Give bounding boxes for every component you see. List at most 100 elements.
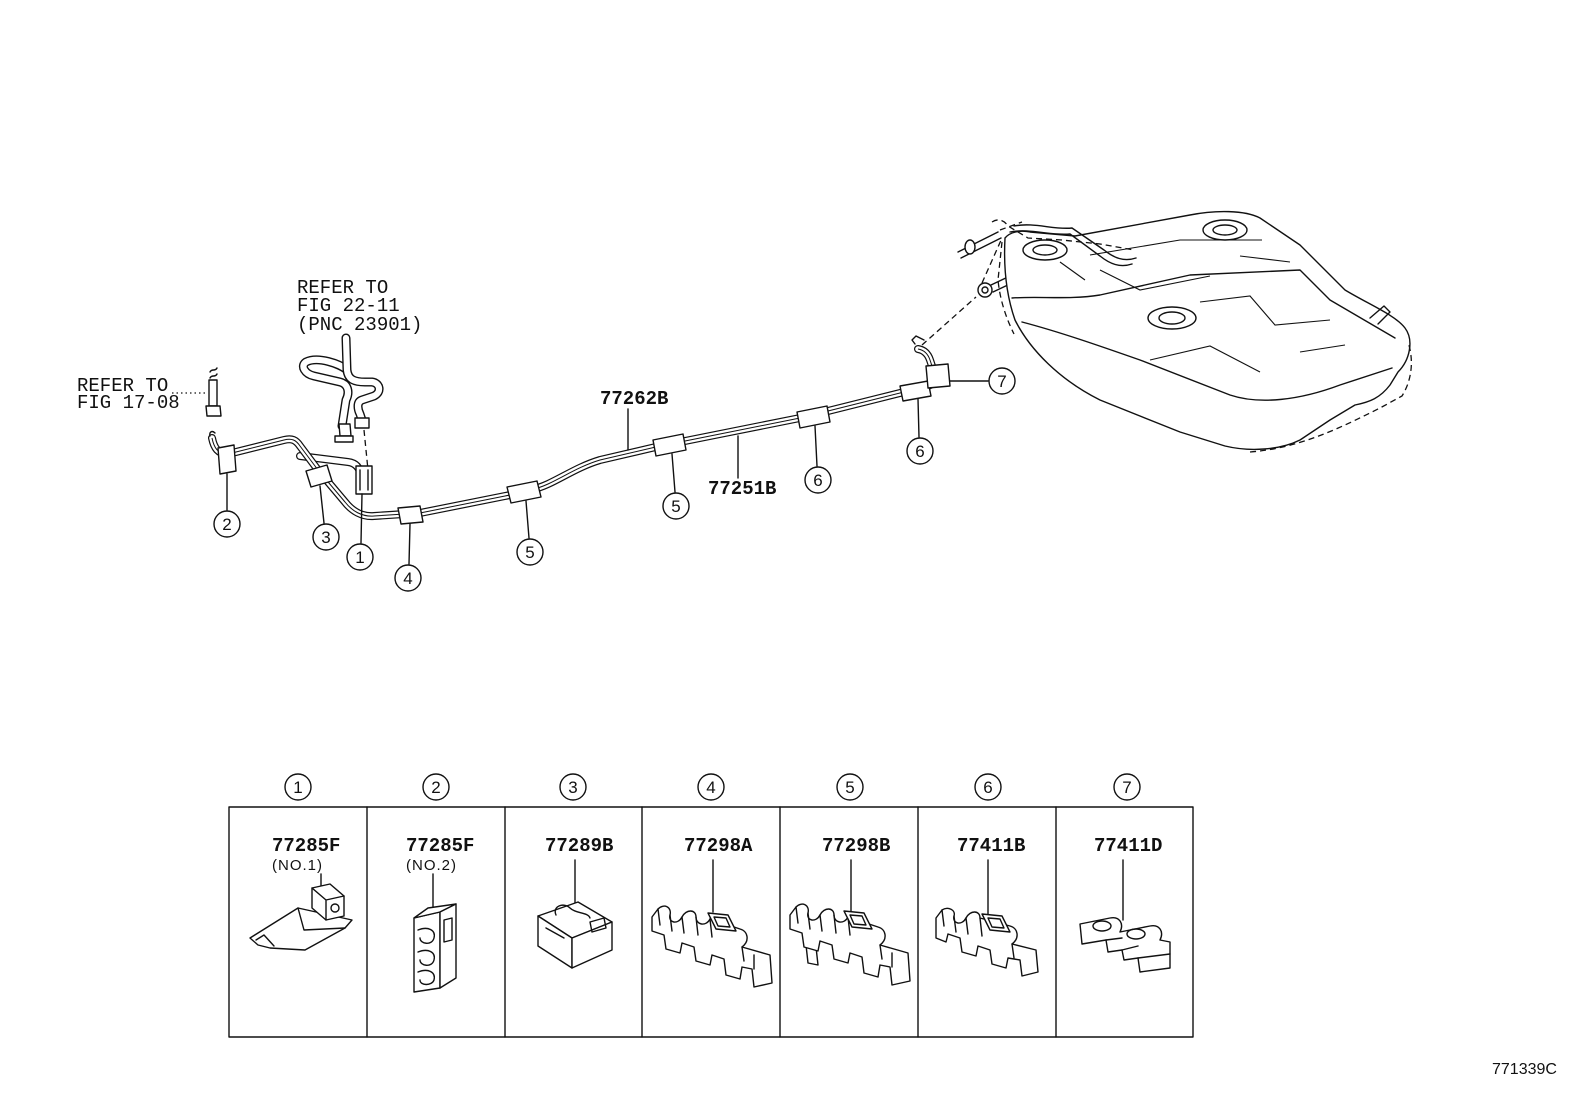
tube-clamps bbox=[217, 363, 951, 525]
callout-circle bbox=[662, 492, 690, 520]
refer-note-line: FIG 22-11 bbox=[297, 295, 400, 317]
callout-6: 6 bbox=[804, 466, 832, 494]
fuel-tank-vent-line bbox=[1013, 224, 1137, 261]
hose-connector bbox=[354, 417, 370, 429]
callout-circle bbox=[804, 466, 832, 494]
clamp-body bbox=[935, 907, 1039, 977]
clamp-3 bbox=[305, 464, 333, 488]
clamp-slot-edges bbox=[795, 906, 893, 968]
connection-dashed-line bbox=[981, 237, 1003, 284]
lower-tube-part-number: 77251B bbox=[708, 478, 776, 500]
clamp-4 bbox=[397, 505, 424, 525]
callout-circle bbox=[394, 564, 422, 592]
clamp-hole bbox=[589, 917, 607, 933]
legend-part-number: 77285F bbox=[272, 835, 340, 857]
callout-circle bbox=[312, 523, 340, 551]
clamp-slot-edges bbox=[941, 909, 1015, 959]
clamp-edge bbox=[1105, 937, 1171, 959]
upper-tube-part-number: 77262B bbox=[600, 388, 668, 410]
connector-end bbox=[205, 405, 222, 417]
callout-4: 4 bbox=[394, 564, 422, 592]
fuel-hose bbox=[303, 338, 379, 471]
callout-3: 3 bbox=[312, 523, 340, 551]
fuel-tank bbox=[991, 210, 1413, 453]
legend-part-number: 77298A bbox=[684, 835, 753, 857]
fuel-pump-cover bbox=[1147, 306, 1197, 330]
callout-5: 5 bbox=[516, 538, 544, 566]
leader-lines bbox=[226, 380, 989, 565]
fuel-tank-ridges bbox=[1059, 239, 1346, 373]
clamp-77411d-illustration bbox=[1079, 917, 1171, 973]
callout-6: 6 bbox=[906, 437, 934, 465]
clamp-side-face bbox=[439, 903, 457, 989]
clamp-holder-edge bbox=[311, 887, 345, 921]
clamp-6 bbox=[796, 405, 831, 429]
fuel-tank-vent-line bbox=[1009, 230, 1133, 267]
legend-table: 1 2 3 4 5 6 7 77285F (NO.1) 77285F bbox=[228, 773, 1194, 1038]
fuel-tank-cover-inner bbox=[1212, 224, 1238, 236]
clamp-tab-hole bbox=[849, 914, 867, 926]
leader-3 bbox=[319, 485, 325, 524]
fuel-tank-small-fitting bbox=[1369, 305, 1391, 325]
callout-circle bbox=[346, 543, 374, 571]
leader-6 bbox=[814, 425, 818, 467]
fuel-tube-bundle bbox=[209, 335, 935, 516]
clamp-slot bbox=[1126, 928, 1146, 940]
callout-number: 3 bbox=[321, 528, 330, 547]
callout-number: 6 bbox=[915, 442, 924, 461]
illustration-code: 771339C bbox=[1492, 1061, 1557, 1078]
legend-number-circle bbox=[422, 773, 450, 801]
legend-part-note: (NO.1) bbox=[272, 857, 323, 874]
fuel-tank-cover bbox=[1022, 239, 1068, 261]
legend-header-1: 1 bbox=[284, 773, 312, 801]
refer-note-fig-22-11: REFER TO FIG 22-11 (PNC 23901) bbox=[297, 277, 422, 336]
fuel-pump-cover-inner bbox=[1158, 311, 1186, 325]
clamp-1 bbox=[355, 465, 373, 495]
callout-circle bbox=[906, 437, 934, 465]
legend-part-note: (NO.2) bbox=[406, 857, 457, 874]
legend-number-circle bbox=[974, 773, 1002, 801]
fuel-tank-edge bbox=[1011, 269, 1396, 339]
legend-part-number: 77411D bbox=[1094, 835, 1162, 857]
tank-fitting-bore bbox=[981, 286, 989, 294]
clamp-77411b-illustration bbox=[935, 907, 1039, 977]
legend-header-2: 2 bbox=[422, 773, 450, 801]
clamp-bracket-edge bbox=[255, 907, 346, 947]
callout-number: 1 bbox=[355, 548, 364, 567]
legend-header-3: 3 bbox=[559, 773, 587, 801]
clamp-slot bbox=[417, 969, 435, 986]
connection-dashed-line bbox=[999, 221, 1023, 231]
legend-part-number: 77298B bbox=[822, 835, 890, 857]
leader-5 bbox=[525, 500, 530, 539]
tank-fitting bbox=[977, 282, 993, 298]
legend-part-number: 77411B bbox=[957, 835, 1025, 857]
leader-4 bbox=[408, 523, 411, 565]
tank-connections bbox=[921, 221, 1023, 346]
refer-note-line: (PNC 23901) bbox=[297, 314, 422, 336]
legend-number: 7 bbox=[1122, 778, 1131, 797]
legend-number-circle bbox=[836, 773, 864, 801]
clamp-no2-illustration bbox=[413, 903, 457, 993]
fuel-tank-edge bbox=[1021, 321, 1393, 401]
legend-number-circle bbox=[559, 773, 587, 801]
clamp-1-detail bbox=[359, 469, 369, 491]
tube-end-hook bbox=[209, 430, 216, 437]
hose-connector bbox=[338, 423, 352, 437]
leader-1 bbox=[360, 493, 363, 544]
legend-header-6: 6 bbox=[974, 773, 1002, 801]
legend-number: 4 bbox=[706, 778, 715, 797]
clamp-77289b-illustration bbox=[537, 901, 613, 969]
legend-part-leaders bbox=[320, 859, 1124, 921]
clamp-holder-box bbox=[311, 883, 345, 921]
legend-number-circle bbox=[1113, 773, 1141, 801]
legend-number: 6 bbox=[983, 778, 992, 797]
refer-note-line: REFER TO bbox=[77, 375, 168, 397]
leader-6 bbox=[917, 398, 920, 438]
connection-dashed-line bbox=[921, 296, 977, 346]
clamp-77298a-illustration bbox=[651, 905, 773, 988]
legend-header-4: 4 bbox=[697, 773, 725, 801]
callout-circle bbox=[213, 510, 241, 538]
legend-number: 5 bbox=[845, 778, 854, 797]
clamp-holder-slot bbox=[330, 903, 340, 913]
